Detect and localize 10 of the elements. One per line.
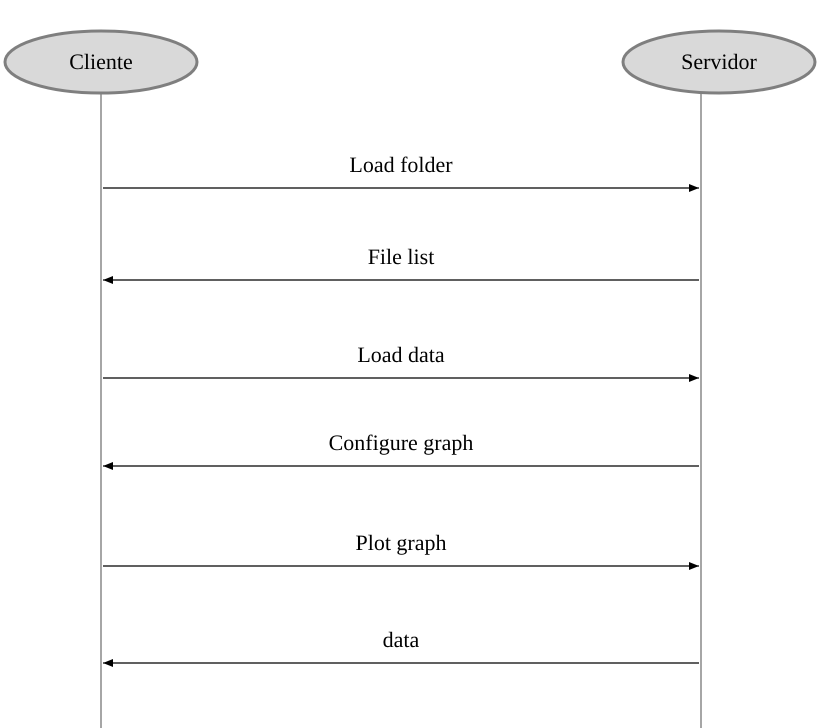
message-arrow [103,659,699,667]
message-arrow [103,462,699,470]
participant-name: Cliente [68,48,134,76]
message-arrow [103,276,699,284]
message-arrow [103,374,699,382]
participant-lifeline [3,30,199,728]
participant-name: Servidor [680,48,758,76]
message-arrow [103,184,699,192]
message-arrow [103,562,699,570]
participant-lifeline [621,30,817,728]
